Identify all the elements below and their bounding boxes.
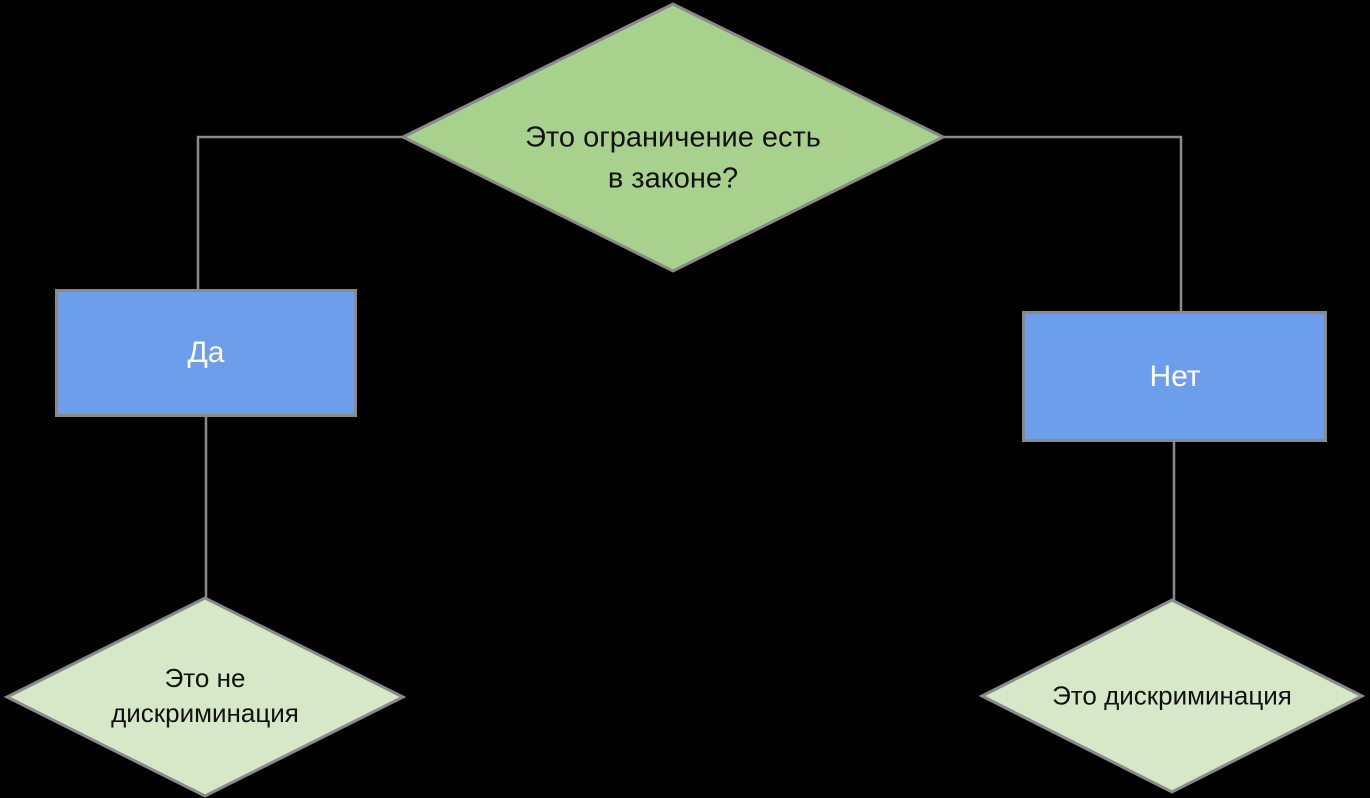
connector-question-to-no (943, 135, 1183, 311)
not-discrimination-diamond-shape (3, 596, 407, 798)
no-box-shape (1022, 311, 1327, 442)
yes-box-shape (55, 289, 357, 417)
question-diamond-shape (399, 2, 947, 273)
discrimination-diamond-shape (978, 598, 1366, 794)
connector-question-to-yes (196, 135, 403, 289)
